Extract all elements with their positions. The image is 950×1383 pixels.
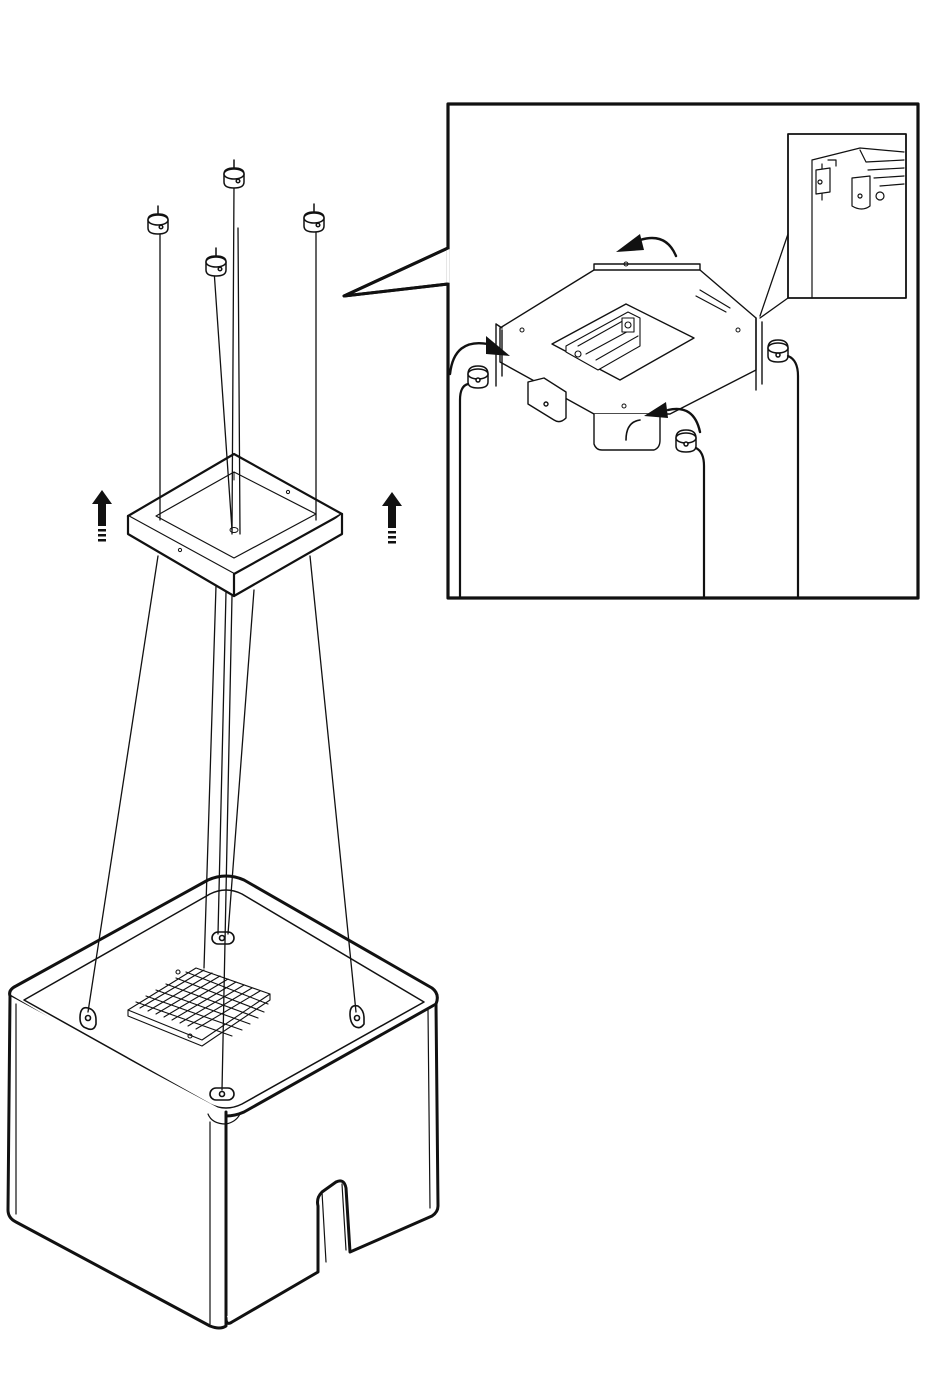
zoom-inset-frame: [788, 134, 906, 298]
cable: [238, 228, 240, 534]
base-notch: [322, 1184, 346, 1262]
frame-hole: [286, 490, 289, 493]
cable: [214, 270, 232, 530]
cable: [232, 184, 234, 534]
standoff: [224, 160, 244, 188]
standoff: [768, 340, 788, 362]
frame-cable-port: [230, 528, 238, 533]
mounting-tab-top: [212, 932, 234, 944]
standoffs: [148, 160, 324, 276]
standoff: [468, 366, 488, 388]
standoff: [148, 206, 168, 234]
frame-front-left: [128, 516, 234, 596]
standoff: [676, 430, 696, 452]
lift-arrow-right: [382, 492, 402, 544]
standoff: [206, 248, 226, 276]
standoff: [304, 204, 324, 232]
mounting-tab-right: [350, 1006, 364, 1028]
lift-arrow-left: [92, 490, 112, 542]
frame-front-right: [234, 514, 342, 596]
